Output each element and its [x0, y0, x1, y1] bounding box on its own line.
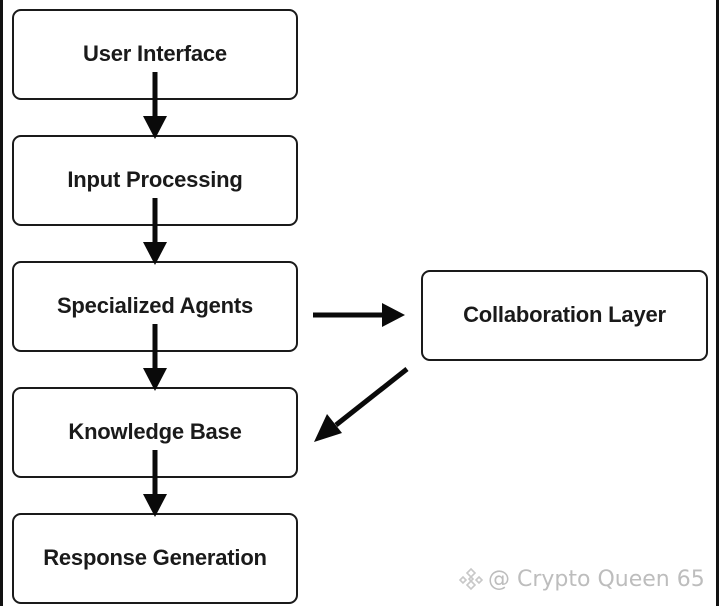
edge-specialized-agents-to-collaboration-layer [313, 303, 405, 327]
binance-logo-icon [458, 567, 484, 591]
edge-collaboration-layer-to-knowledge-base [314, 367, 409, 442]
node-response-generation: Response Generation [12, 513, 298, 604]
left-border [0, 0, 3, 606]
node-label: User Interface [83, 40, 227, 66]
node-label: Response Generation [43, 544, 267, 570]
node-specialized-agents: Specialized Agents [12, 261, 298, 352]
node-label: Input Processing [67, 166, 243, 192]
watermark-text: @ Crypto Queen 65 [488, 566, 705, 592]
node-label: Knowledge Base [68, 418, 242, 444]
right-border [716, 0, 719, 606]
arrowhead-icon [382, 303, 405, 327]
node-label: Collaboration Layer [463, 301, 666, 327]
node-collaboration-layer: Collaboration Layer [421, 270, 708, 361]
node-input-processing: Input Processing [12, 135, 298, 226]
watermark: @ Crypto Queen 65 [458, 566, 705, 592]
node-user-interface: User Interface [12, 9, 298, 100]
arrowhead-icon [314, 414, 342, 442]
node-label: Specialized Agents [56, 292, 254, 318]
node-knowledge-base: Knowledge Base [12, 387, 298, 478]
